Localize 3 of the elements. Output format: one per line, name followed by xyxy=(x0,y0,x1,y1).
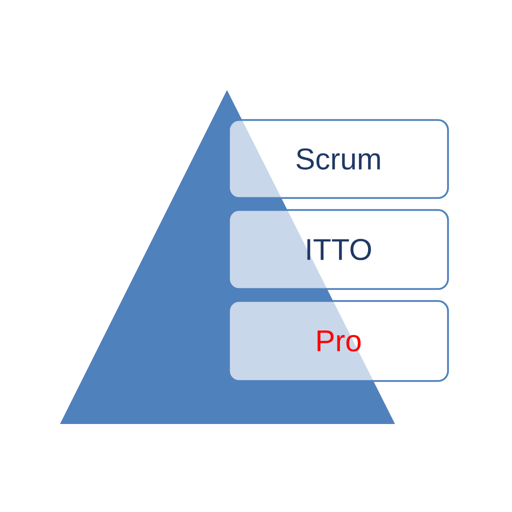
text-box: ITTO xyxy=(228,209,449,290)
text-box: Scrum xyxy=(228,119,449,199)
text-box: Pro xyxy=(228,300,449,382)
